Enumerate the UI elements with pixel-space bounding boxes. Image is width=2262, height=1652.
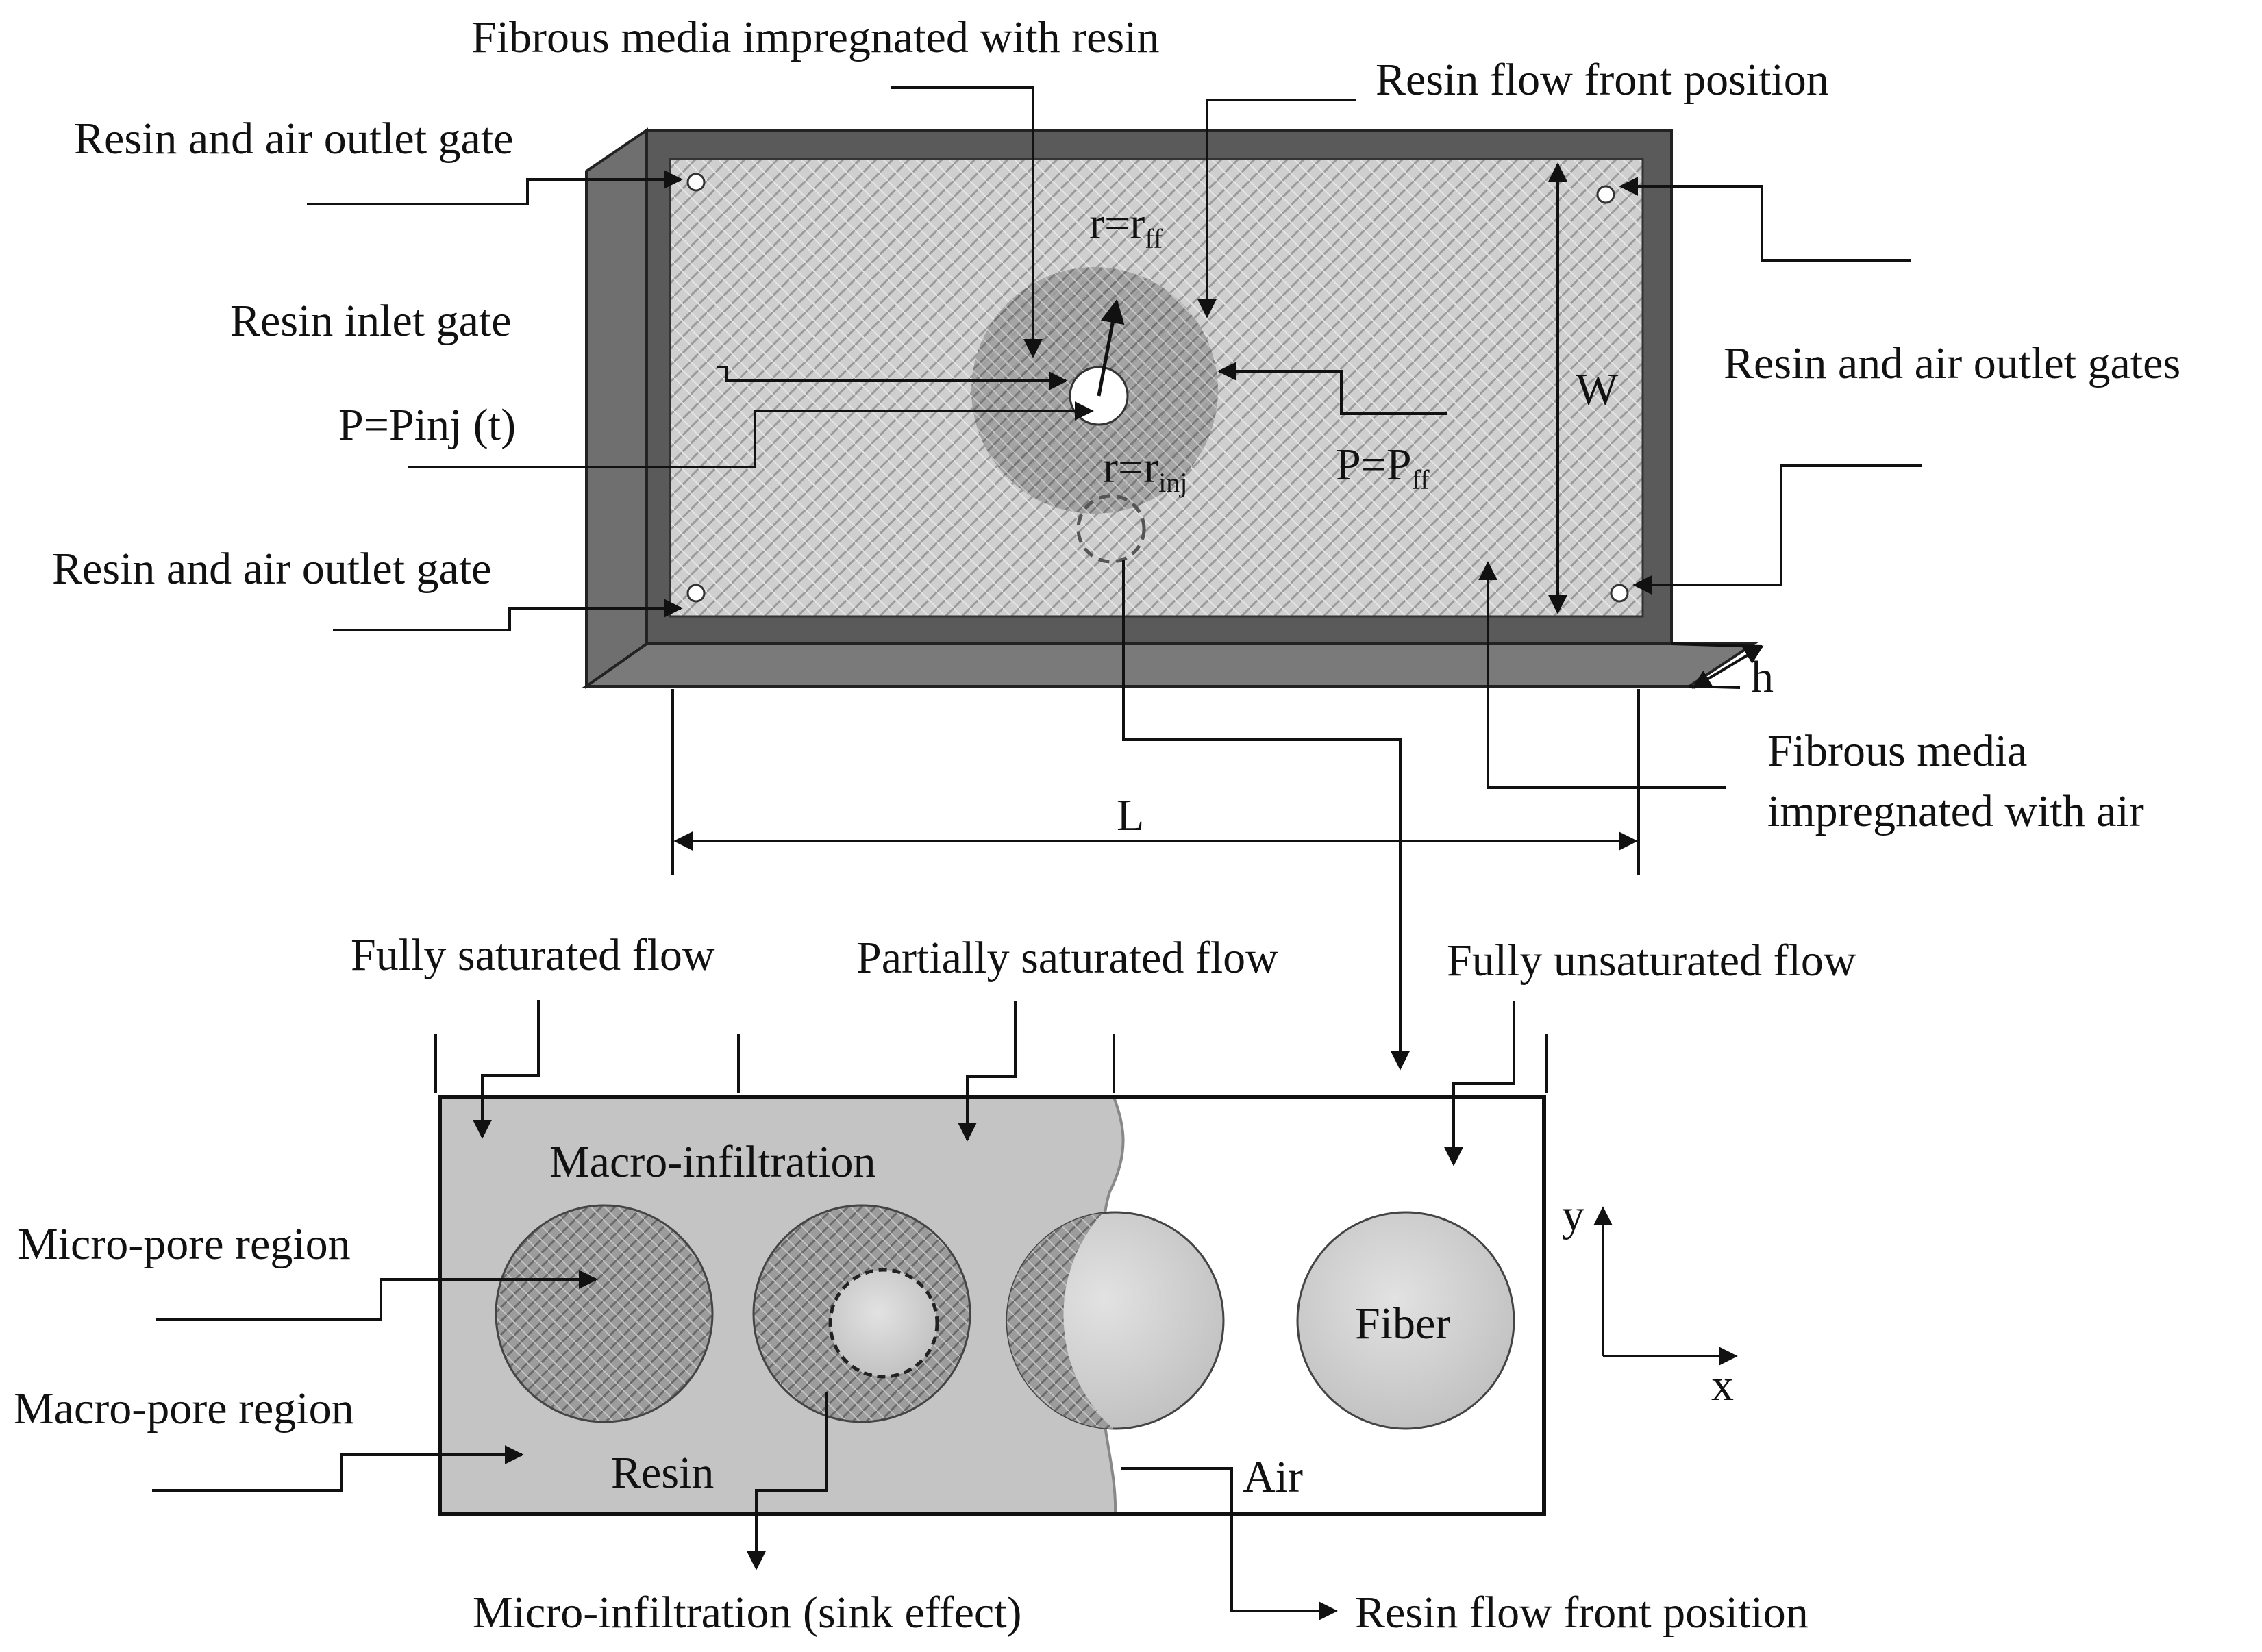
label-p-inj: P=Pinj (t) (338, 400, 516, 450)
leader-macro-pore (152, 1445, 524, 1492)
h-label: h (1751, 652, 1774, 702)
leader-micro-infiltration (747, 1392, 828, 1570)
h-dimension-line (1691, 645, 1764, 689)
label-flow-front-bottom: Resin flow front position (1355, 1588, 1809, 1638)
xy-axes: y x (1562, 1190, 1738, 1410)
label-partially-saturated: Partially saturated flow (856, 933, 1278, 983)
label-micro-pore: Micro-pore region (18, 1219, 351, 1269)
leader-inlet-gate (717, 366, 1068, 390)
leader-partially-saturated (958, 1001, 1017, 1142)
flow-regions-panel (438, 1095, 1546, 1516)
fiber-dry-core (828, 1268, 939, 1379)
leader-outlet-gate-top-left (307, 170, 683, 205)
leader-p-inj (408, 401, 1094, 468)
h-extension-line (1671, 642, 1763, 648)
r-ff-radius-line (1097, 299, 1125, 397)
leader-fully-unsaturated (1444, 1001, 1515, 1166)
fiber-dry (1296, 1211, 1515, 1430)
h-extension-line-2 (1689, 685, 1741, 689)
leader-fibrous-resin (891, 86, 1043, 358)
outlet-gate-bottom-right (1610, 584, 1629, 603)
label-outlet-gate-top-left: Resin and air outlet gate (74, 114, 513, 164)
outlet-gate-top-left (686, 173, 706, 192)
label-fully-unsaturated: Fully unsaturated flow (1447, 936, 1856, 986)
svg-text:r=rff: r=rff (1089, 199, 1163, 254)
leader-rinj-to-detail (1122, 560, 1410, 1071)
label-fiber: Fiber (1355, 1299, 1450, 1349)
r-inj-symbol: r=rinj (1103, 442, 1187, 498)
label-inlet-gate: Resin inlet gate (230, 296, 512, 346)
leader-p-ff (1217, 362, 1447, 415)
mold-left-side (585, 127, 648, 689)
leader-outlet-gate-top-right (1619, 177, 1911, 262)
leader-fibrous-air (1478, 561, 1726, 789)
r-ff-symbol: r=rff (1089, 199, 1163, 254)
label-fibrous-air-line2: impregnated with air (1767, 786, 2144, 836)
label-fully-saturated: Fully saturated flow (351, 930, 715, 980)
label-macro-pore: Macro-pore region (14, 1384, 354, 1434)
label-macro-infiltration: Macro-infiltration (549, 1137, 876, 1187)
w-label: W (1576, 364, 1619, 414)
p-ff-symbol: P=Pff (1336, 440, 1430, 495)
label-fibrous-resin: Fibrous media impregnated with resin (471, 12, 1159, 62)
svg-text:r=rinj: r=rinj (1103, 442, 1187, 498)
y-axis-label: y (1562, 1190, 1584, 1240)
outlet-gate-bottom-left (686, 584, 706, 603)
fiber-fully-saturated (495, 1204, 714, 1423)
leader-micro-pore (156, 1270, 598, 1321)
fiber-at-flow-front (1006, 1211, 1225, 1430)
leader-flow-front-top (1197, 99, 1356, 318)
mold-bottom-side (582, 642, 1758, 688)
label-flow-front-top: Resin flow front position (1376, 55, 1829, 105)
label-outlet-gate-bottom-left: Resin and air outlet gate (52, 544, 491, 594)
label-air: Air (1243, 1452, 1303, 1502)
leader-fully-saturated (473, 1000, 540, 1139)
l-label: L (1117, 790, 1144, 840)
label-outlet-gates-right: Resin and air outlet gates (1724, 338, 2180, 388)
panel-border (438, 1095, 1546, 1516)
mold (582, 127, 1758, 689)
r-inj-circle (1076, 494, 1146, 564)
label-resin: Resin (611, 1448, 714, 1498)
svg-text:P=Pff: P=Pff (1336, 440, 1430, 495)
outlet-gate-top-right (1596, 185, 1615, 204)
leader-outlet-gate-bottom-right (1632, 464, 1922, 595)
label-micro-infiltration: Micro-infiltration (sink effect) (473, 1588, 1022, 1638)
label-fibrous-air-line1: Fibrous media (1767, 726, 2027, 776)
leader-flow-front-bottom (1121, 1467, 1338, 1620)
x-axis-label: x (1711, 1360, 1734, 1410)
leader-outlet-gate-bottom-left (333, 599, 683, 631)
